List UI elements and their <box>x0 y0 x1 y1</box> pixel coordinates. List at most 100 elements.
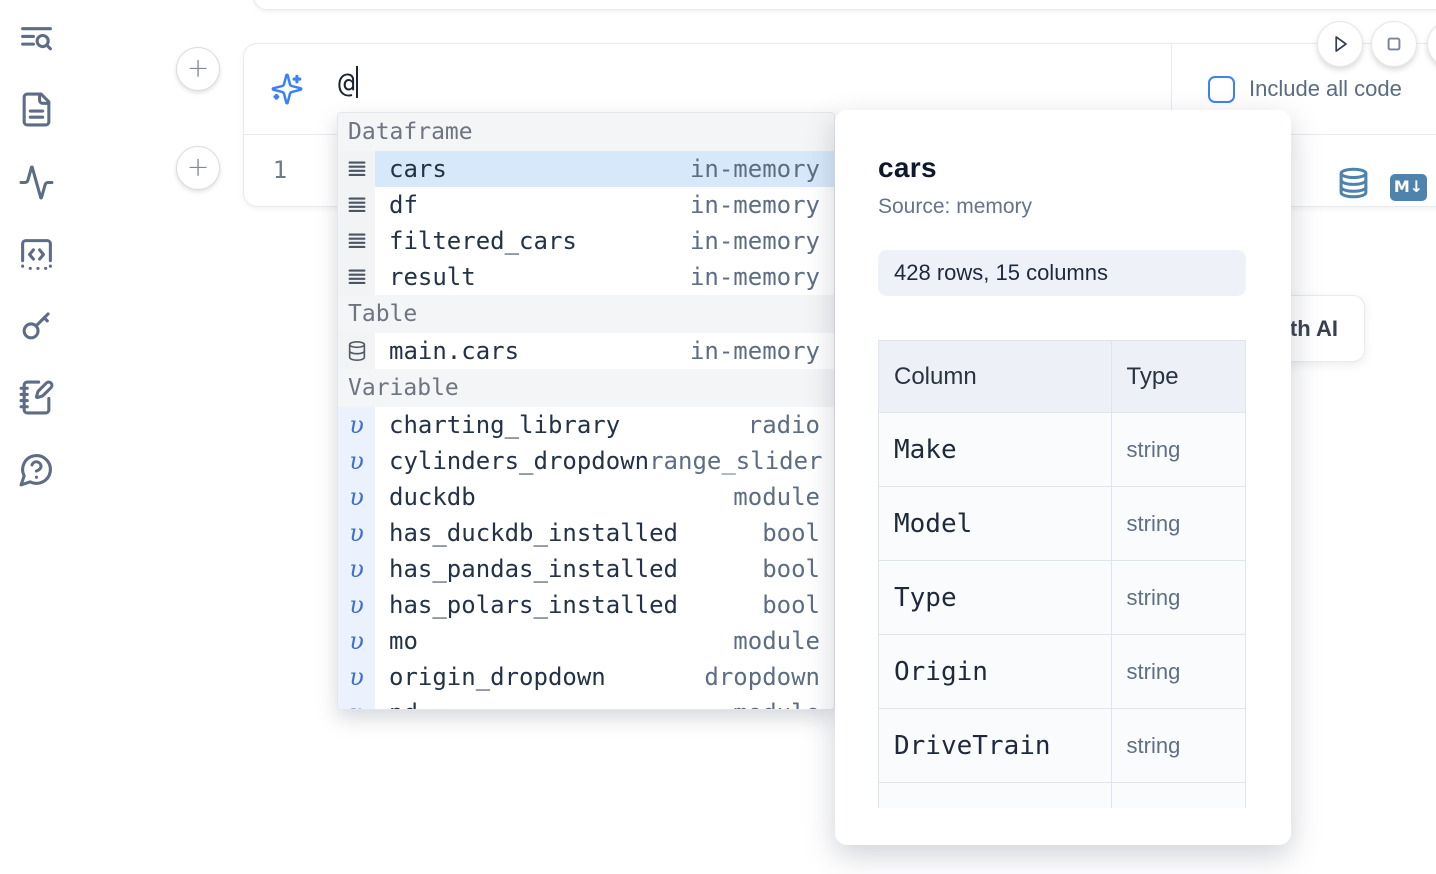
dataframe-icon <box>338 187 375 223</box>
help-bubble-icon[interactable] <box>18 451 55 488</box>
autocomplete-item-type: bool <box>762 555 820 583</box>
add-cell-below-button[interactable]: + <box>176 146 220 190</box>
autocomplete-item-type: in-memory <box>689 155 820 183</box>
key-icon[interactable] <box>18 307 55 344</box>
variable-icon: υ <box>338 659 375 695</box>
autocomplete-item-type: module <box>733 483 820 511</box>
schema-column-type: string <box>1110 560 1246 635</box>
autocomplete-item-type: in-memory <box>689 227 820 255</box>
ai-prompt-input[interactable]: @ <box>338 66 358 99</box>
autocomplete-item-type: module <box>733 627 820 655</box>
autocomplete-item-name: cylinders_dropdown <box>389 447 650 475</box>
schema-column-type: string <box>1110 412 1246 487</box>
autocomplete-section-header: Dataframe <box>338 113 834 151</box>
autocomplete-item[interactable]: cars in-memory <box>338 151 834 187</box>
variable-icon: υ <box>338 443 375 479</box>
schema-column-type: string <box>1110 486 1246 561</box>
dataframe-icon <box>338 151 375 187</box>
autocomplete-item-name: result <box>389 263 476 291</box>
run-cell-button[interactable] <box>1317 21 1363 67</box>
variable-icon: υ <box>338 587 375 623</box>
stop-button[interactable] <box>1371 21 1417 67</box>
autocomplete-item-type: dropdown <box>704 663 820 691</box>
text-cursor <box>355 66 358 98</box>
schema-column-header: Column <box>878 340 1112 413</box>
autocomplete-item-name: charting_library <box>389 411 621 439</box>
variable-icon: υ <box>338 695 375 709</box>
autocomplete-item-name: has_polars_installed <box>389 591 678 619</box>
dataframe-source: Source: memory <box>878 195 1033 218</box>
code-square-icon[interactable] <box>18 236 55 273</box>
autocomplete-item[interactable]: υ charting_library radio <box>338 407 834 443</box>
autocomplete-item[interactable]: υ origin_dropdown dropdown <box>338 659 834 695</box>
schema-column-type: string <box>1110 634 1246 709</box>
autocomplete-item-type: bool <box>762 519 820 547</box>
autocomplete-item[interactable]: df in-memory <box>338 187 834 223</box>
previous-cell-edge <box>253 0 1436 10</box>
run-icon <box>1335 36 1347 52</box>
autocomplete-item-type: bool <box>762 591 820 619</box>
include-all-code-checkbox[interactable] <box>1208 75 1235 103</box>
autocomplete-item-type: radio <box>747 411 820 439</box>
schema-row-clipped <box>878 782 1246 808</box>
autocomplete-item-name: pd <box>389 699 418 709</box>
sparkles-icon <box>270 72 304 106</box>
ai-prompt-row: @ Include all code <box>244 44 1436 134</box>
variable-icon: υ <box>338 551 375 587</box>
schema-column-name: Model <box>878 486 1112 561</box>
dataframe-title: cars <box>878 152 937 183</box>
autocomplete-item-name: cars <box>389 155 447 183</box>
add-cell-above-button[interactable]: + <box>176 47 220 91</box>
autocomplete-item-type: module <box>733 699 820 709</box>
autocomplete-section-header: Variable <box>338 369 834 407</box>
database-icon[interactable] <box>1337 166 1370 200</box>
autocomplete-item[interactable]: υ pd module <box>338 695 834 709</box>
autocomplete-item-name: main.cars <box>389 337 520 365</box>
variable-icon: υ <box>338 515 375 551</box>
autocomplete-item-type: in-memory <box>689 263 820 291</box>
file-text-icon[interactable] <box>18 91 55 128</box>
autocomplete-item-type: in-memory <box>689 191 820 219</box>
include-all-code-label: Include all code <box>1249 76 1402 101</box>
notebook-pen-icon[interactable] <box>18 379 55 416</box>
dataframe-icon <box>338 259 375 295</box>
database-icon <box>338 333 375 369</box>
schema-column-type: string <box>1110 708 1246 783</box>
list-search-icon[interactable] <box>18 21 55 58</box>
autocomplete-item-name: duckdb <box>389 483 476 511</box>
activity-icon[interactable] <box>18 164 55 201</box>
dataframe-icon <box>338 223 375 259</box>
autocomplete-item[interactable]: υ has_pandas_installed bool <box>338 551 834 587</box>
variable-icon: υ <box>338 479 375 515</box>
autocomplete-item-type: range_slider <box>649 447 823 475</box>
variable-icon: υ <box>338 623 375 659</box>
autocomplete-item-name: origin_dropdown <box>389 663 606 691</box>
line-number: 1 <box>272 156 288 184</box>
autocomplete-item[interactable]: result in-memory <box>338 259 834 295</box>
autocomplete-item-name: mo <box>389 627 418 655</box>
schema-column-name: Make <box>878 412 1112 487</box>
autocomplete-item[interactable]: υ has_polars_installed bool <box>338 587 834 623</box>
autocomplete-section-header: Table <box>338 295 834 333</box>
autocomplete-item-name: has_pandas_installed <box>389 555 678 583</box>
schema-column-name: Origin <box>878 634 1112 709</box>
markdown-icon[interactable]: M↓ <box>1390 174 1427 201</box>
schema-column-header: Type <box>1110 340 1246 413</box>
schema-column-name: Type <box>878 560 1112 635</box>
variable-icon: υ <box>338 407 375 443</box>
autocomplete-item-name: df <box>389 191 418 219</box>
